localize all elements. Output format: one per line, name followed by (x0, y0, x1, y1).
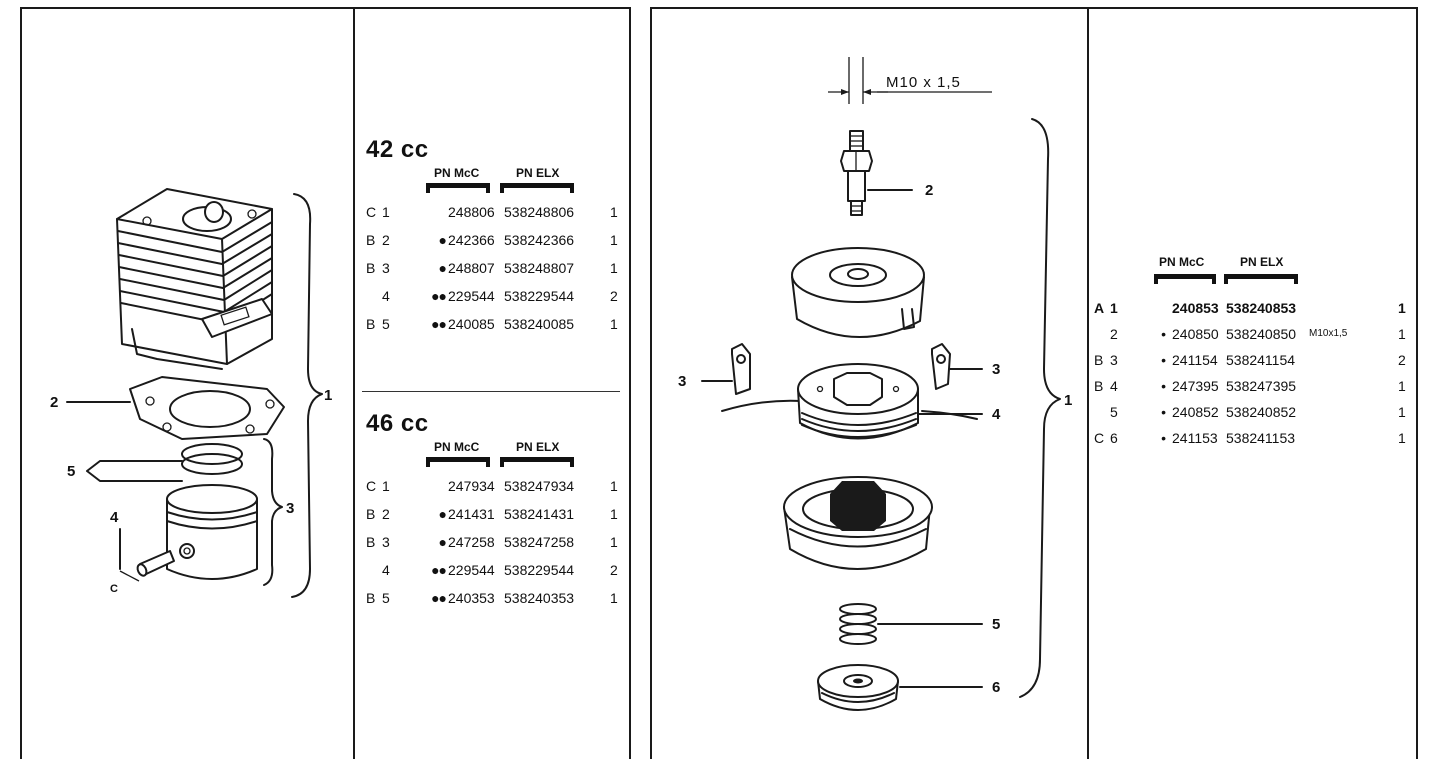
cylinder-piston-drawing: 2 5 4 C 1 3 (50, 188, 332, 598)
dimension-label: M10 x 1,5 (886, 74, 961, 91)
right-column-divider (1087, 9, 1089, 759)
table-row: 5 • 240852 538240852 1 (1110, 404, 1406, 420)
header-bar (500, 183, 574, 193)
leader-5 (86, 460, 183, 482)
section-title-46cc: 46 cc (366, 410, 429, 437)
table-row: C 1 248806 538248806 1 (366, 204, 618, 220)
header-bar (1224, 274, 1298, 284)
parts-table-46cc: PN McC PN ELX C 1 247934 538247934 1 B 2… (366, 438, 626, 638)
header-bar (1154, 274, 1216, 284)
bracket-1 (291, 193, 323, 598)
wrist-pin-illustration (136, 550, 175, 577)
eyelet-left-illustration (731, 343, 751, 395)
callout-4: 4 (992, 406, 1001, 423)
table-row: 4 ●● 229544 538229544 2 (382, 288, 618, 304)
callout-1: 1 (324, 387, 332, 404)
callout-4: 4 (110, 509, 119, 526)
parts-table-42cc: PN McC PN ELX C 1 248806 538248806 1 B 2… (366, 164, 626, 364)
header-pn-elx: PN ELX (516, 440, 560, 454)
callout-1: 1 (1064, 392, 1072, 409)
header-pn-mcc: PN McC (434, 440, 480, 454)
table-row: B 5 ●● 240353 538240353 1 (366, 590, 618, 606)
header-bar (500, 457, 574, 467)
table-row: B 5 ●● 240085 538240085 1 (366, 316, 618, 332)
table-row: B 3 ● 247258 538247258 1 (366, 534, 618, 550)
gasket-illustration (129, 376, 285, 440)
callout-3: 3 (286, 500, 294, 517)
left-column-divider (353, 9, 355, 759)
cylinder-illustration (116, 188, 273, 370)
callout-6: 6 (992, 679, 1000, 696)
eyelet-right-illustration (931, 343, 951, 390)
piston-illustration (166, 484, 258, 580)
table-row: 2 • 240850 538240850 M10x1,5 1 (1110, 326, 1406, 342)
callout-5: 5 (67, 463, 75, 480)
callout-2: 2 (925, 182, 933, 199)
callout-2: 2 (50, 394, 58, 411)
table-row: B 4 • 247395 538247395 1 (1094, 378, 1406, 394)
leader-c (119, 570, 140, 582)
callout-3-right: 3 (992, 361, 1000, 378)
table-row: B 2 ● 241431 538241431 1 (366, 506, 618, 522)
bottom-housing-illustration (783, 476, 933, 570)
header-bar (426, 183, 490, 193)
right-panel: M10 x 1,5 2 (650, 7, 1418, 759)
table-row: B 2 ● 242366 538242366 1 (366, 232, 618, 248)
trimmer-head-drawing: M10 x 1,5 2 (678, 57, 1072, 711)
table-row: B 3 • 241154 538241154 2 (1094, 352, 1406, 368)
table-row: B 3 ● 248807 538248807 1 (366, 260, 618, 276)
spool-illustration (721, 363, 978, 440)
table-row: C 1 247934 538247934 1 (366, 478, 618, 494)
section-divider (362, 391, 620, 392)
header-pn-mcc: PN McC (434, 166, 480, 180)
header-pn-elx: PN ELX (1240, 255, 1284, 269)
parts-table-trimmer-head: PN McC PN ELX A 1 240853 538240853 1 2 •… (1094, 249, 1414, 499)
knob-illustration (817, 664, 899, 711)
dimension-m10: M10 x 1,5 (828, 57, 992, 104)
table-row: 4 ●● 229544 538229544 2 (382, 562, 618, 578)
piston-rings-illustration (181, 443, 243, 475)
header-pn-elx: PN ELX (516, 166, 560, 180)
section-title-42cc: 42 cc (366, 136, 429, 163)
header-bar (426, 457, 490, 467)
bracket-1 (1019, 118, 1061, 698)
top-cover-illustration (791, 247, 925, 338)
callout-3-left: 3 (678, 373, 686, 390)
adapter-bolt-illustration (840, 130, 873, 216)
bracket-3 (263, 438, 283, 586)
callout-5: 5 (992, 616, 1000, 633)
callout-c: C (110, 583, 118, 595)
spring-illustration (839, 603, 877, 645)
table-row: A 1 240853 538240853 1 (1094, 300, 1406, 316)
header-pn-mcc: PN McC (1159, 255, 1205, 269)
table-row: C 6 • 241153 538241153 1 (1094, 430, 1406, 446)
left-panel: 2 5 4 C 1 3 42 cc (20, 7, 631, 759)
